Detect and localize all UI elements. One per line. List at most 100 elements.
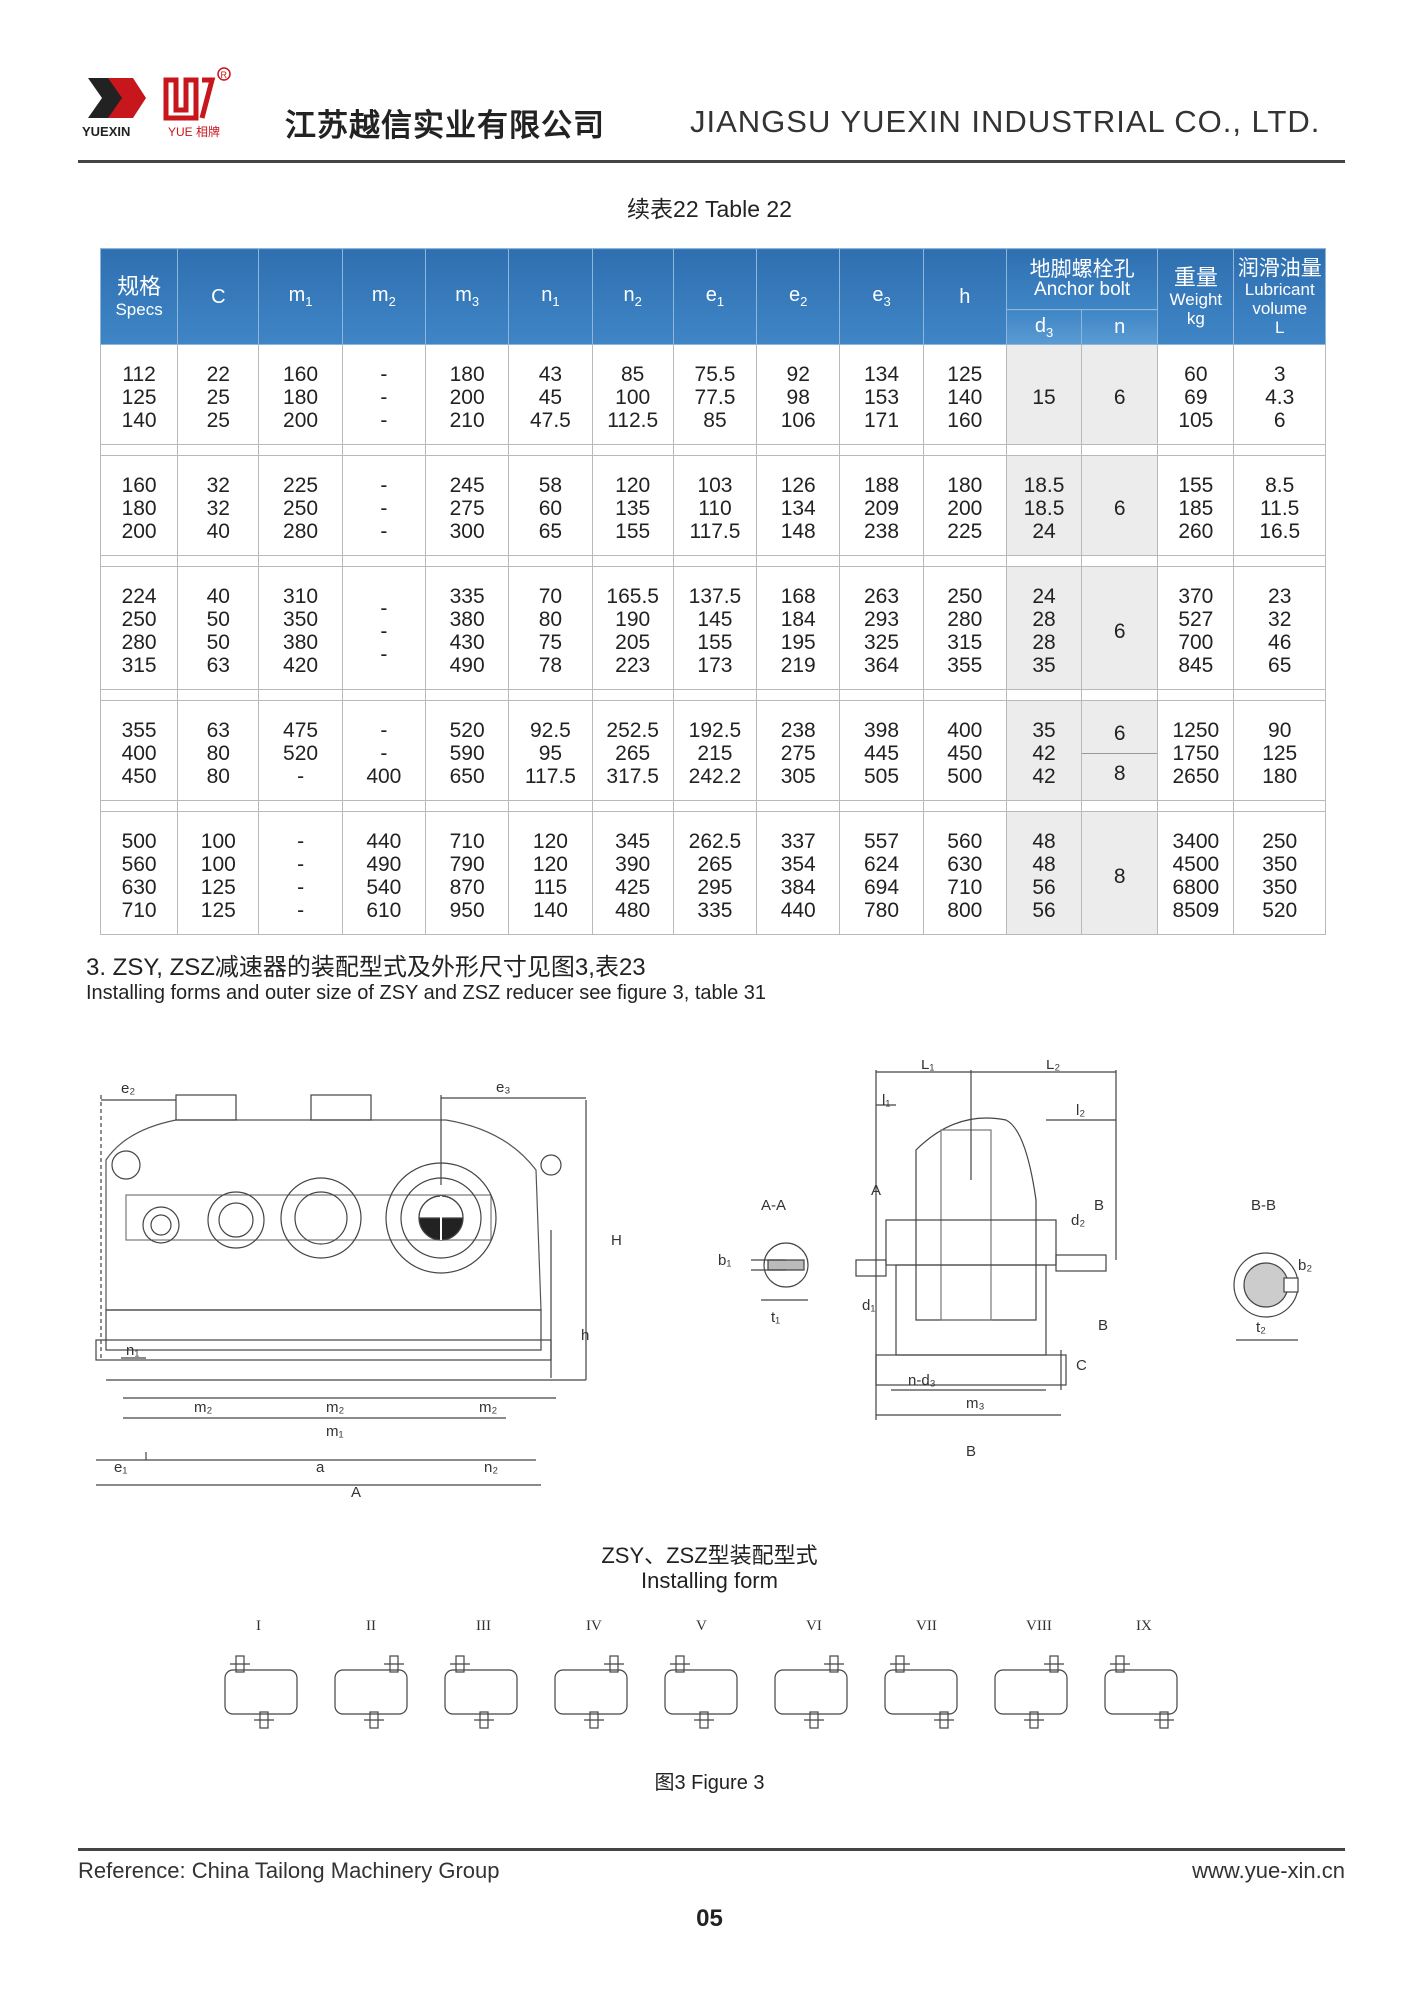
cell-value: 710 xyxy=(947,876,983,899)
install-form-title-en: Installing form xyxy=(641,1568,778,1593)
spacer-cell xyxy=(756,555,841,567)
spacer-cell xyxy=(922,689,1007,701)
spacer-cell xyxy=(672,689,758,701)
footer-reference: Reference: China Tailong Machinery Group xyxy=(78,1858,500,1883)
cell-value: 845 xyxy=(1178,654,1214,677)
spacer-cell xyxy=(341,555,427,567)
label-L2: L₂ xyxy=(1046,1060,1060,1073)
spacer-cell xyxy=(177,800,260,812)
cell-value: 440 xyxy=(366,830,402,853)
cell-value: 32 xyxy=(1268,608,1292,631)
company-name-en: JIANGSU YUEXIN INDUSTRIAL CO., LTD. xyxy=(690,104,1321,139)
install-form-label: I xyxy=(256,1618,261,1634)
cell-value: 140 xyxy=(532,899,568,922)
cell-value: 223 xyxy=(615,654,651,677)
cell-value: 125 xyxy=(1262,742,1298,765)
col-n: n xyxy=(1081,309,1159,345)
col-h: h xyxy=(922,248,1007,345)
label-b1: b₁ xyxy=(718,1252,731,1269)
footer-website[interactable]: www.yue-xin.cn xyxy=(1192,1858,1345,1883)
install-form-label: VII xyxy=(916,1618,937,1634)
install-form-4: IV xyxy=(554,1618,628,1729)
spacer-cell xyxy=(424,800,510,812)
spacer-cell xyxy=(839,800,924,812)
cell-value: 219 xyxy=(780,654,816,677)
cell-m2: --400 xyxy=(341,700,427,801)
cell-value: 480 xyxy=(615,899,651,922)
cell-value: 260 xyxy=(1178,520,1214,543)
label-m1: m₁ xyxy=(326,1423,344,1440)
cell-value: 710 xyxy=(121,899,157,922)
cell-value: 69 xyxy=(1184,386,1208,409)
cell-value: 77.5 xyxy=(694,386,736,409)
cell-value: 100 xyxy=(615,386,651,409)
spacer-cell xyxy=(591,555,674,567)
spacer-cell xyxy=(922,444,1007,456)
install-form-housing xyxy=(554,1669,628,1715)
cell-value: 58 xyxy=(538,474,563,497)
footer-divider xyxy=(78,1848,1345,1851)
cell-value: 200 xyxy=(449,386,485,409)
col-c: C xyxy=(177,248,260,345)
cell-value: 710 xyxy=(449,830,485,853)
cell-d3: 15 xyxy=(1005,344,1083,445)
cell-value: 40 xyxy=(206,585,230,608)
cell-value: 43 xyxy=(538,363,563,386)
cell-value: 120 xyxy=(532,830,568,853)
spacer-cell xyxy=(424,555,510,567)
cell-value: 500 xyxy=(947,765,983,788)
spacer-cell xyxy=(922,800,1007,812)
cell-value: 250 xyxy=(1262,830,1298,853)
cell-value: 520 xyxy=(449,719,485,742)
spacer-cell xyxy=(1233,444,1326,456)
col-e1: e1 xyxy=(672,248,758,345)
install-form-9: IX xyxy=(1104,1618,1178,1729)
label-d1: d₁ xyxy=(862,1297,875,1314)
cell-value: 15 xyxy=(1032,386,1056,409)
reducer-outline-drawing: e₂ e₃ n₁ m₂ m₂ m₂ m₁ e₁ a n₂ A H h A-A b… xyxy=(95,1060,1312,1501)
cell-value: 117.5 xyxy=(689,520,741,543)
cell-value: 8 xyxy=(1082,753,1158,785)
install-form-5: V xyxy=(664,1618,738,1729)
svg-text:R: R xyxy=(221,70,228,80)
cell-value: 242.2 xyxy=(688,765,742,788)
cell-value: 80 xyxy=(206,765,230,788)
install-form-6: VI xyxy=(774,1618,848,1729)
cell-value: 60 xyxy=(538,497,563,520)
cell-value: 650 xyxy=(449,765,485,788)
cell-n: 6 xyxy=(1081,455,1159,556)
cell-value: 145 xyxy=(697,608,733,631)
cell-value: 280 xyxy=(947,608,983,631)
company-name-cn: 江苏越信实业有限公司 xyxy=(285,108,605,143)
install-form-housing xyxy=(444,1669,518,1715)
cell-value: 92.5 xyxy=(529,719,571,742)
cell-value: 200 xyxy=(947,497,983,520)
spacer-cell xyxy=(341,800,427,812)
label-section-mark-b2: B xyxy=(1098,1317,1108,1334)
cell-value: 475 xyxy=(283,719,319,742)
label-C: C xyxy=(1076,1357,1087,1374)
cell-value: 103 xyxy=(697,474,733,497)
cell-value: 137.5 xyxy=(688,585,742,608)
cell-value: 540 xyxy=(366,876,402,899)
cell-value: 105 xyxy=(1178,409,1214,432)
cell-value: - xyxy=(297,899,305,922)
cell-value: 56 xyxy=(1032,876,1056,899)
spacer-cell xyxy=(756,444,841,456)
